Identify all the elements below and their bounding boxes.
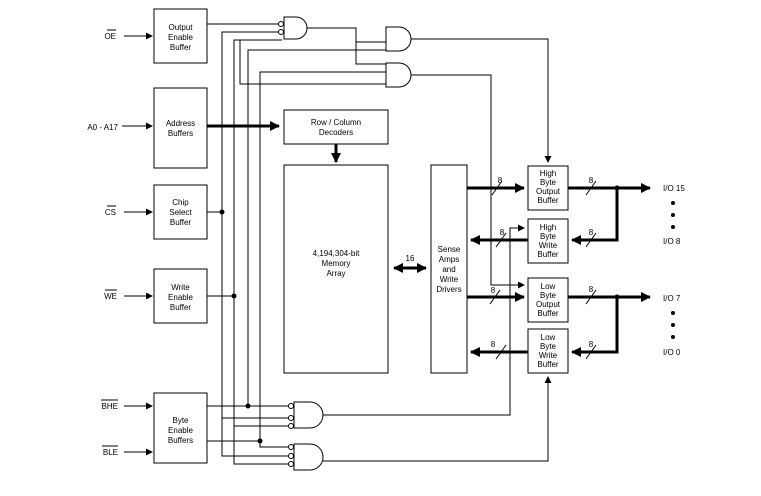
svg-text:Buffer: Buffer: [537, 250, 559, 259]
io0-label: I/O 0: [663, 348, 681, 357]
svg-text:Buffers: Buffers: [168, 436, 193, 445]
high-byte-output-buffer: High Byte Output Buffer: [527, 165, 569, 211]
svg-text:Byte: Byte: [172, 416, 189, 425]
svg-text:Chip: Chip: [172, 198, 189, 207]
svg-text:Output: Output: [536, 300, 561, 309]
svg-text:and: and: [442, 265, 455, 274]
svg-text:Write: Write: [539, 241, 558, 250]
bhe-signal-label: BHE: [102, 402, 118, 411]
svg-text:Address: Address: [166, 119, 195, 128]
svg-text:Decoders: Decoders: [319, 128, 353, 137]
svg-text:Amps: Amps: [439, 255, 459, 264]
io8-label: I/O 8: [663, 237, 681, 246]
we-signal-label: WE: [104, 292, 117, 301]
io-low-ellipsis-dot: [671, 311, 675, 315]
io15-label: I/O 15: [663, 184, 685, 193]
high-output-io-bus: 8 8: [568, 176, 651, 248]
svg-text:8: 8: [491, 286, 496, 295]
memory-array: 4,194,304-bit Memory Array: [283, 164, 389, 374]
svg-text:Memory: Memory: [322, 259, 351, 268]
svg-text:Drivers: Drivers: [436, 285, 461, 294]
svg-text:High: High: [540, 223, 556, 232]
svg-text:Buffer: Buffer: [537, 196, 559, 205]
svg-text:8: 8: [589, 176, 594, 185]
svg-text:Select: Select: [169, 208, 192, 217]
cs-signal-label: CS: [105, 208, 116, 217]
byte-enable-buffers: Byte Enable Buffers: [153, 392, 208, 464]
svg-text:Enable: Enable: [168, 426, 193, 435]
io-low-ellipsis-dot: [671, 335, 675, 339]
svg-text:Buffer: Buffer: [537, 309, 559, 318]
svg-text:Byte: Byte: [540, 232, 557, 241]
cs-control-wires: [207, 31, 294, 459]
output-enable-buffer: Output Enable Buffer: [153, 8, 208, 64]
sense-to-high-output-bus: 8: [467, 176, 525, 196]
array-bus-width-label: 16: [406, 254, 415, 263]
sense-amps-write-drivers: Sense Amps and Write Drivers: [430, 164, 468, 374]
svg-text:Low: Low: [541, 282, 556, 291]
svg-text:Buffers: Buffers: [168, 129, 193, 138]
svg-text:Array: Array: [326, 269, 345, 278]
svg-text:Row / Column: Row / Column: [311, 118, 361, 127]
oe-signal-label: OE: [104, 32, 116, 41]
svg-text:Buffer: Buffer: [537, 360, 559, 369]
svg-text:4,194,304-bit: 4,194,304-bit: [313, 249, 360, 258]
address-buffers: Address Buffers: [153, 87, 208, 169]
svg-text:Buffer: Buffer: [170, 218, 192, 227]
low-byte-write-gate: [293, 376, 552, 471]
low-write-to-sense-bus: 8: [470, 340, 528, 360]
svg-text:High: High: [540, 169, 556, 178]
svg-text:Sense: Sense: [438, 245, 461, 254]
svg-text:8: 8: [498, 176, 503, 185]
svg-text:Byte: Byte: [540, 342, 557, 351]
svg-text:Buffer: Buffer: [170, 303, 192, 312]
ble-signal-label: BLE: [103, 448, 118, 457]
svg-text:Enable: Enable: [168, 33, 193, 42]
io-high-ellipsis-dot: [671, 225, 675, 229]
low-output-io-bus: 8 8: [568, 285, 651, 360]
io-low-ellipsis-dot: [671, 323, 675, 327]
high-byte-write-buffer: High Byte Write Buffer: [527, 218, 569, 264]
svg-text:8: 8: [491, 340, 496, 349]
svg-text:Low: Low: [541, 333, 556, 342]
io-high-ellipsis-dot: [671, 213, 675, 217]
svg-text:8: 8: [589, 228, 594, 237]
oe-and-gate: [278, 16, 386, 65]
svg-text:8: 8: [589, 340, 594, 349]
bhe-control-wires: [207, 49, 386, 409]
row-column-decoders: Row / Column Decoders: [283, 109, 389, 145]
high-write-to-sense-bus: 8: [470, 228, 528, 248]
svg-text:8: 8: [500, 228, 505, 237]
we-control-wires: [207, 39, 386, 467]
io7-label: I/O 7: [663, 294, 681, 303]
io-high-ellipsis-dot: [671, 201, 675, 205]
sense-to-low-output-bus: 8: [467, 286, 525, 305]
svg-text:Output: Output: [536, 187, 561, 196]
low-byte-write-buffer: Low Byte Write Buffer: [527, 328, 569, 374]
chip-select-buffer: Chip Select Buffer: [153, 184, 208, 240]
svg-text:Buffer: Buffer: [170, 43, 192, 52]
low-byte-output-buffer: Low Byte Output Buffer: [527, 277, 569, 323]
svg-text:Write: Write: [171, 283, 190, 292]
svg-text:Byte: Byte: [540, 178, 557, 187]
write-enable-buffer: Write Enable Buffer: [153, 268, 208, 324]
svg-text:Enable: Enable: [168, 293, 193, 302]
high-byte-output-gate: [385, 26, 552, 163]
address-signal-label: A0 - A17: [87, 123, 118, 132]
low-byte-output-gate: [385, 62, 525, 289]
svg-text:Write: Write: [440, 275, 459, 284]
svg-text:Write: Write: [539, 351, 558, 360]
svg-text:Output: Output: [168, 23, 193, 32]
svg-text:Byte: Byte: [540, 291, 557, 300]
high-byte-write-gate: [293, 224, 525, 429]
svg-text:8: 8: [589, 285, 594, 294]
ble-control-wires: [207, 71, 386, 450]
